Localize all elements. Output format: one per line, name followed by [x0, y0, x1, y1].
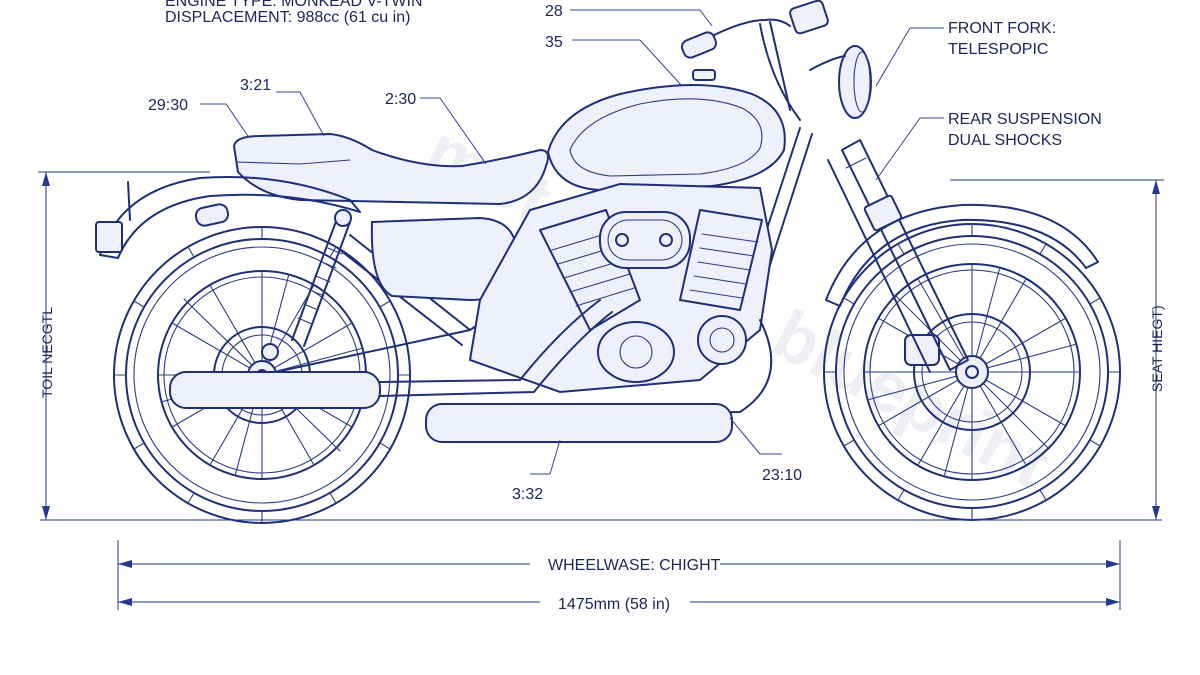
muffler-rear [169, 371, 381, 409]
exhaust [169, 299, 773, 443]
rear-cylinder [539, 209, 641, 331]
headlight [809, 45, 872, 119]
rear-tire-tread [113, 226, 411, 524]
air-cleaner [599, 211, 691, 269]
leader-lines [200, 9, 944, 475]
front-fork-label: FRONT FORK: [948, 20, 1056, 37]
total-height-label: TOIL NECGTL [39, 307, 55, 398]
seat-height-label: SEAT HIEGT) [1149, 305, 1165, 392]
engine-type-label: ENGINE TYPE: MONKEAD V-TWIN [165, 0, 423, 10]
callout-28: 28 [545, 3, 563, 20]
front-fork-type: TELESPOPIC [948, 41, 1048, 58]
callout-seat-mid: 3:21 [240, 77, 271, 94]
callout-engine-base: 3:32 [512, 486, 543, 503]
fuel-tank [546, 69, 786, 192]
callout-tank-rear: 2:30 [385, 91, 416, 108]
rear-fender [95, 175, 361, 259]
muffler-lower [425, 403, 733, 443]
front-tire-tread [823, 223, 1121, 521]
front-brake-disc [913, 313, 1031, 431]
tail-light [95, 221, 123, 253]
displacement-label: DISPLACEMENT: 988cc (61 cu in) [165, 9, 410, 26]
handlebar-grip [680, 31, 718, 59]
wheelbase-label: WHEELWASE: CHIGHT [548, 557, 721, 574]
rear-shock [261, 209, 352, 361]
mirror [789, 0, 829, 35]
front-hub [955, 355, 989, 389]
fuel-cap [692, 69, 716, 81]
seat [232, 132, 549, 206]
dimension-lines [38, 171, 1164, 610]
handlebar [680, 0, 829, 121]
front-fender [825, 203, 1099, 307]
cam-cover [697, 315, 747, 365]
callout-35: 35 [545, 34, 563, 51]
front-fork [827, 139, 969, 373]
rear-suspension-type: DUAL SHOCKS [948, 132, 1062, 149]
turn-signal [194, 203, 230, 227]
engine [468, 182, 774, 394]
front-wheel [823, 223, 1121, 521]
front-cylinder [679, 209, 763, 311]
overall-length-label: 1475mm (58 in) [558, 596, 670, 613]
front-caliper [904, 334, 940, 366]
callout-seat-rear: 29:30 [148, 97, 188, 114]
rear-suspension-label: REAR SUSPENSION [948, 111, 1102, 128]
callout-front-wheel: 23:10 [762, 467, 802, 484]
crankcase-cover [597, 321, 675, 383]
